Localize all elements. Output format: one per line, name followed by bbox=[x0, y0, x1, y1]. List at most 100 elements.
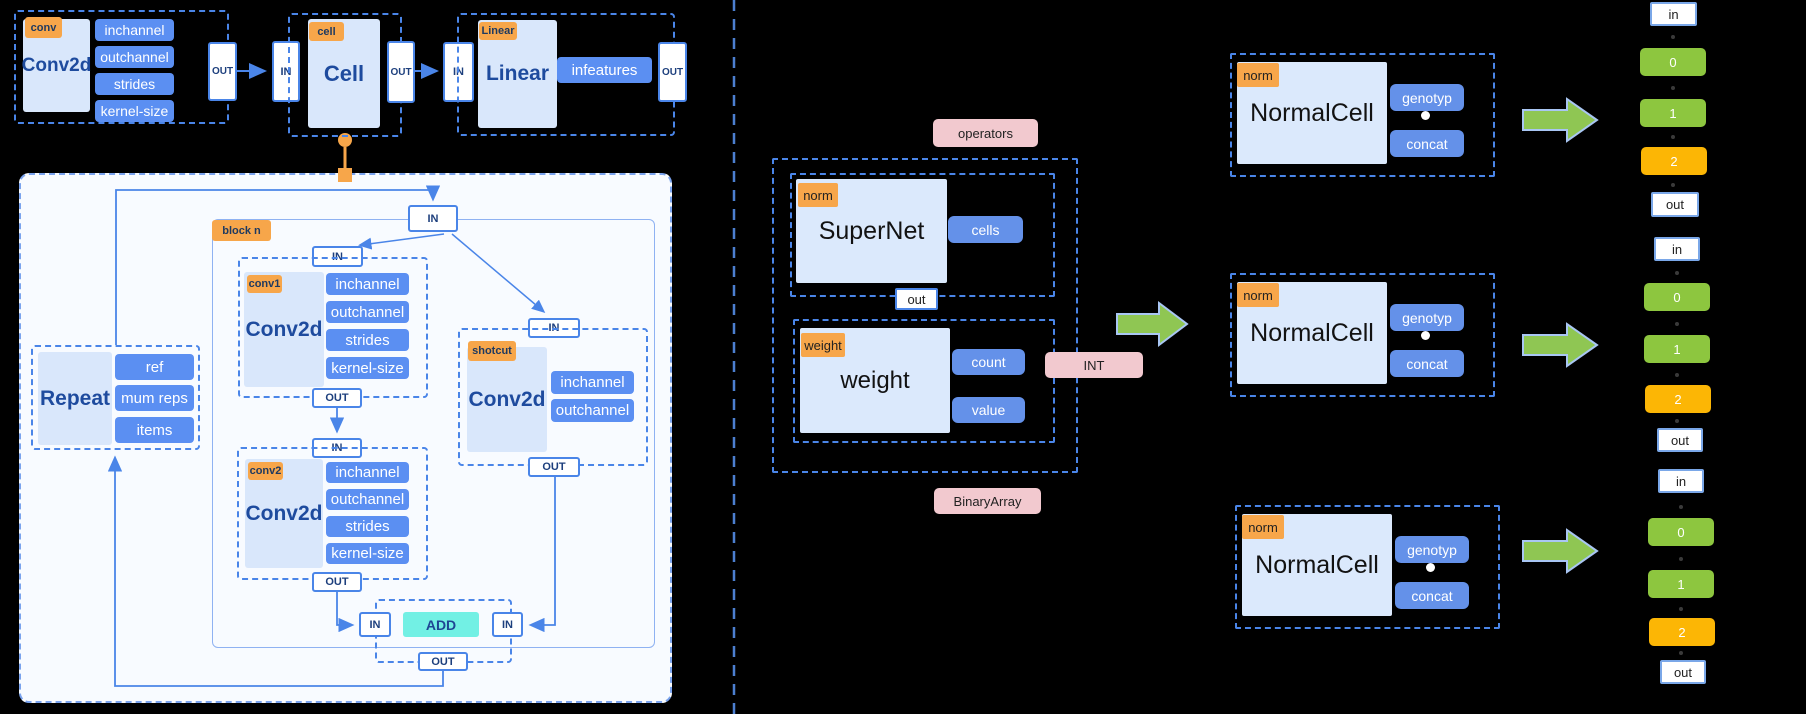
normalcell-1-genotyp-button[interactable]: genotyp bbox=[1390, 84, 1464, 111]
shortcut-node[interactable]: Conv2d bbox=[467, 347, 547, 452]
genotype-1-link-dot bbox=[1671, 135, 1675, 139]
genotype-2-node-2[interactable]: 2 bbox=[1645, 385, 1711, 413]
conv2-param-outchannel[interactable]: outchannel bbox=[326, 489, 409, 510]
normalcell-3-concat-button[interactable]: concat bbox=[1395, 582, 1469, 609]
block-in-port[interactable]: IN bbox=[408, 205, 458, 232]
genotype-2-link-dot bbox=[1675, 373, 1679, 377]
normalcell-3-frame[interactable] bbox=[1235, 505, 1500, 629]
normalcell-1-frame[interactable] bbox=[1230, 53, 1495, 177]
supernet-out-port[interactable]: out bbox=[895, 288, 938, 310]
arrow-cell1-to-genotype bbox=[1522, 97, 1599, 143]
genotype-1-node-2[interactable]: 2 bbox=[1641, 147, 1707, 175]
genotype-2-out[interactable]: out bbox=[1657, 428, 1703, 452]
add-in-left-port[interactable]: IN bbox=[359, 612, 391, 637]
wire-in-to-shortcut bbox=[451, 233, 546, 313]
wire-conv2-to-add bbox=[336, 592, 355, 633]
linear-param-infeatures[interactable]: infeatures bbox=[557, 57, 652, 83]
shortcut-param-inchannel[interactable]: inchannel bbox=[551, 371, 634, 394]
repeat-node-frame[interactable] bbox=[31, 345, 200, 450]
int-type-tag: INT bbox=[1045, 352, 1143, 378]
expand-connector-square bbox=[338, 168, 352, 182]
genotype-3-link-dot bbox=[1679, 505, 1683, 509]
normalcell-2-frame[interactable] bbox=[1230, 273, 1495, 397]
genotype-1-out[interactable]: out bbox=[1651, 192, 1699, 217]
genotype-3-link-dot bbox=[1679, 651, 1683, 655]
genotype-3-link-dot bbox=[1679, 607, 1683, 611]
normalcell-2-tag: norm bbox=[1237, 283, 1279, 307]
genotype-2-node-1[interactable]: 1 bbox=[1644, 335, 1710, 363]
normalcell-3-port-dot[interactable] bbox=[1426, 563, 1435, 572]
normalcell-3-genotyp-button[interactable]: genotyp bbox=[1395, 536, 1469, 563]
shortcut-param-outchannel[interactable]: outchannel bbox=[551, 399, 634, 422]
genotype-2-link-dot bbox=[1675, 271, 1679, 275]
conv-param-strides[interactable]: strides bbox=[95, 73, 174, 95]
conv2-out-port[interactable]: OUT bbox=[312, 572, 362, 592]
operators-tag: operators bbox=[933, 119, 1038, 147]
conv1-out-port[interactable]: OUT bbox=[312, 388, 362, 408]
normalcell-2-concat-button[interactable]: concat bbox=[1390, 350, 1464, 377]
weight-node[interactable]: weight bbox=[800, 328, 950, 433]
genotype-1-link-dot bbox=[1671, 86, 1675, 90]
normalcell-1-tag: norm bbox=[1237, 63, 1279, 87]
conv1-param-strides[interactable]: strides bbox=[326, 329, 409, 351]
conv1-param-kernel-size[interactable]: kernel-size bbox=[326, 357, 409, 379]
normalcell-1-port-dot[interactable] bbox=[1421, 111, 1430, 120]
genotype-3-out[interactable]: out bbox=[1660, 660, 1706, 684]
genotype-3-node-2[interactable]: 2 bbox=[1649, 618, 1715, 646]
conv2-param-kernel-size[interactable]: kernel-size bbox=[326, 543, 409, 564]
repeat-node[interactable]: Repeat bbox=[38, 352, 112, 445]
genotype-2-link-dot bbox=[1675, 322, 1679, 326]
genotype-1-in[interactable]: in bbox=[1650, 2, 1697, 26]
normalcell-1-node[interactable]: NormalCell bbox=[1237, 62, 1387, 164]
wire-in-to-conv1 bbox=[358, 233, 445, 250]
binary-array-tag: BinaryArray bbox=[934, 488, 1041, 514]
genotype-3-node-1[interactable]: 1 bbox=[1648, 570, 1714, 598]
add-node[interactable]: ADD bbox=[403, 612, 479, 637]
conv-param-kernel-size[interactable]: kernel-size bbox=[95, 100, 174, 122]
normalcell-2-genotyp-button[interactable]: genotyp bbox=[1390, 304, 1464, 331]
cell-in-port[interactable]: IN bbox=[272, 41, 300, 102]
weight-param-count[interactable]: count bbox=[952, 349, 1025, 375]
supernet-param-cells[interactable]: cells bbox=[948, 216, 1023, 243]
genotype-1-node-1[interactable]: 1 bbox=[1640, 99, 1706, 127]
arrow-supernet-to-cell bbox=[1116, 301, 1189, 347]
conv1-node[interactable]: Conv2d bbox=[244, 272, 324, 387]
normalcell-2-port-dot[interactable] bbox=[1421, 331, 1430, 340]
conv2-param-inchannel[interactable]: inchannel bbox=[326, 462, 409, 483]
weight-param-value[interactable]: value bbox=[952, 397, 1025, 423]
conv1-in-port[interactable]: IN bbox=[312, 246, 363, 267]
genotype-2-in[interactable]: in bbox=[1654, 237, 1700, 261]
shortcut-out-port[interactable]: OUT bbox=[528, 457, 580, 477]
repeat-param-items[interactable]: items bbox=[115, 417, 194, 443]
cell-out-port[interactable]: OUT bbox=[387, 41, 415, 103]
arrow-cell3-to-genotype bbox=[1522, 528, 1599, 574]
genotype-1-node-0[interactable]: 0 bbox=[1640, 48, 1706, 76]
add-in-right-port[interactable]: IN bbox=[492, 612, 523, 637]
normalcell-1-concat-button[interactable]: concat bbox=[1390, 130, 1464, 157]
genotype-3-node-0[interactable]: 0 bbox=[1648, 518, 1714, 546]
conv-out-port[interactable]: OUT bbox=[208, 42, 237, 101]
add-out-port[interactable]: OUT bbox=[418, 652, 468, 671]
block-n-tag: block n bbox=[212, 220, 271, 241]
conv-param-outchannel[interactable]: outchannel bbox=[95, 46, 174, 68]
linear-out-port[interactable]: OUT bbox=[658, 42, 687, 102]
operators-group-frame bbox=[772, 158, 1078, 473]
repeat-param-mum-reps[interactable]: mum reps bbox=[115, 385, 194, 411]
conv-param-inchannel[interactable]: inchannel bbox=[95, 19, 174, 41]
conv2-param-strides[interactable]: strides bbox=[326, 516, 409, 537]
genotype-2-node-0[interactable]: 0 bbox=[1644, 283, 1710, 311]
repeat-param-ref[interactable]: ref bbox=[115, 354, 194, 380]
genotype-3-link-dot bbox=[1679, 557, 1683, 561]
weight-node-frame[interactable] bbox=[793, 319, 1055, 443]
conv1-param-inchannel[interactable]: inchannel bbox=[326, 273, 409, 295]
genotype-1-link-dot bbox=[1671, 35, 1675, 39]
conv1-param-outchannel[interactable]: outchannel bbox=[326, 301, 409, 323]
genotype-2-link-dot bbox=[1675, 419, 1679, 423]
normalcell-3-tag: norm bbox=[1242, 515, 1284, 539]
genotype-3-in[interactable]: in bbox=[1658, 469, 1704, 493]
arrow-cell2-to-genotype bbox=[1522, 322, 1599, 368]
conv-node-tag: conv bbox=[25, 17, 62, 38]
conv1-node-tag: conv1 bbox=[247, 275, 282, 293]
